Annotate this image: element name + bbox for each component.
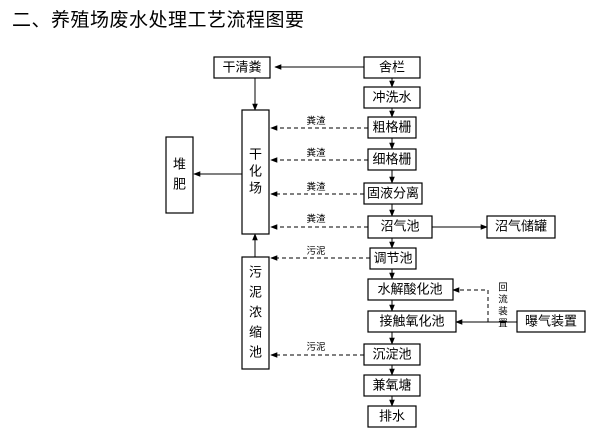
biogas-tank-label: 沼气池 [380, 219, 419, 235]
dashed-reflux-loop [452, 287, 489, 323]
shed-box [363, 56, 421, 79]
regulating-tank-label: 调节池 [373, 252, 412, 267]
coarse-grille-label: 粗格栅 [372, 120, 411, 136]
solid-liquid-sep-box [363, 182, 423, 205]
sludge-thickening-label: 污泥浓缩池 [249, 266, 262, 361]
facultative-pond-box [363, 374, 421, 397]
biogas-storage-box [486, 215, 556, 239]
edge-labels: 粪渣 粪渣 粪渣 粪渣 污泥 污泥 [306, 115, 326, 353]
drying-yard-box [241, 109, 270, 235]
edge-label-manure-separator: 粪渣 [306, 181, 326, 193]
edge-label-manure-biogas: 粪渣 [306, 213, 326, 225]
aeration-device-label: 曝气装置 [525, 314, 577, 330]
biogas-tank-box [367, 215, 433, 239]
sedimentation-tank-box [363, 343, 421, 366]
reflux-device-label: 回流装置 [498, 283, 508, 330]
edge-label-manure-coarse: 粪渣 [306, 115, 326, 127]
biogas-storage-label: 沼气储罐 [495, 219, 547, 235]
fine-grille-box [367, 148, 417, 171]
dry-manure-label: 干清粪 [222, 61, 261, 76]
solid-liquid-sep-label: 固液分离 [367, 186, 419, 202]
sludge-thickening-box [241, 256, 270, 370]
discharge-box [367, 405, 417, 428]
contact-oxidation-box [367, 310, 457, 333]
contact-oxidation-label: 接触氧化池 [379, 314, 444, 330]
sedimentation-tank-label: 沉淀池 [372, 348, 411, 363]
boxes [165, 56, 586, 428]
flush-label: 冲洗水 [372, 91, 411, 106]
flush-box [363, 86, 421, 109]
fine-grille-label: 细格栅 [372, 152, 411, 168]
vertical-labels: 干化场 污泥浓缩池 堆肥 回流装置 [173, 148, 508, 361]
hydrolysis-tank-box [367, 278, 454, 301]
compost-label: 堆肥 [173, 158, 186, 193]
edge-label-manure-fine: 粪渣 [306, 147, 326, 159]
coarse-grille-box [367, 116, 417, 139]
dry-manure-box [213, 56, 271, 79]
discharge-label: 排水 [379, 410, 405, 425]
drying-yard-label: 干化场 [249, 148, 262, 197]
edge-label-sludge-sedimentation: 污泥 [306, 341, 326, 353]
aeration-device-box [516, 310, 586, 333]
facultative-pond-label: 兼氧塘 [372, 378, 411, 394]
box-labels: 舍栏 干清粪 冲洗水 粗格栅 细格栅 固液分离 沼气池 沼气储罐 调节池 水解酸… [222, 61, 577, 425]
shed-label: 舍栏 [379, 61, 405, 76]
page-title: 二、养殖场废水处理工艺流程图要 [12, 9, 305, 31]
regulating-tank-box [369, 247, 417, 270]
hydrolysis-tank-label: 水解酸化池 [377, 283, 442, 298]
connectors [193, 64, 517, 407]
compost-box [165, 136, 194, 214]
edge-label-sludge-regulating: 污泥 [306, 245, 326, 257]
